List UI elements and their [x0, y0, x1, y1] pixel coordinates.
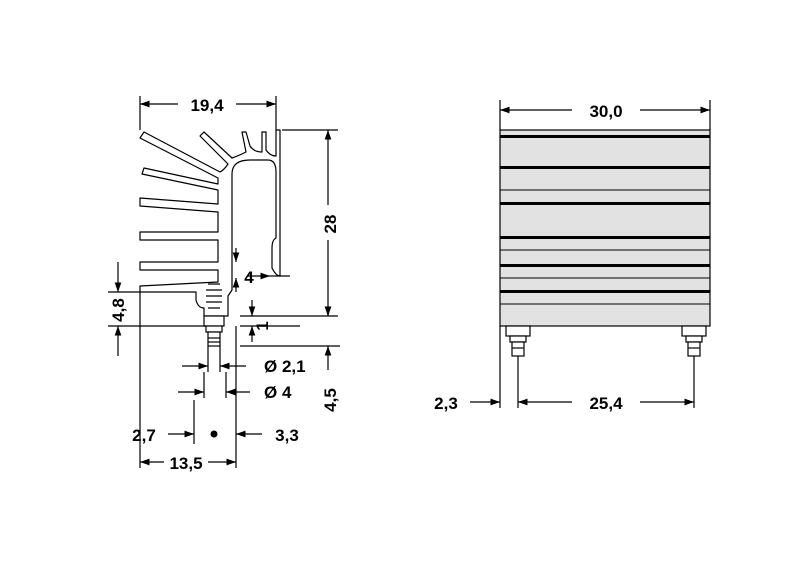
dim-front-pin-spacing: 25,4: [589, 394, 623, 413]
heatsink-front-body: [499, 129, 711, 327]
dim-pin-dia-large: Ø 4: [264, 383, 292, 402]
fin-grooves: [500, 135, 710, 305]
pin-center-mark: [210, 430, 218, 438]
dim-offset-1: 1: [253, 321, 272, 330]
front-pin-left: [505, 325, 531, 357]
dim-offset-right: 3,3: [275, 426, 299, 445]
front-view: 30,0 2,3 25,4: [434, 100, 711, 413]
heatsink-side-profile: [139, 129, 281, 347]
dim-pin-height: 4,8: [109, 298, 128, 322]
dim-pin-dia-small: Ø 2,1: [264, 357, 306, 376]
dim-front-pin-offset: 2,3: [434, 394, 458, 413]
dim-front-width: 30,0: [589, 102, 622, 121]
dim-pin-length: 4,5: [321, 388, 340, 412]
dim-offset-left: 2,7: [132, 426, 156, 445]
front-pin-right: [681, 325, 707, 357]
side-view: 19,4 28 4 1 4,8 Ø 2,1 Ø 4: [108, 96, 340, 473]
dim-width-base: 13,5: [169, 454, 202, 473]
dim-height: 28: [321, 215, 340, 234]
dim-fin-gap: 4: [244, 268, 254, 287]
dim-width-top: 19,4: [190, 96, 224, 115]
